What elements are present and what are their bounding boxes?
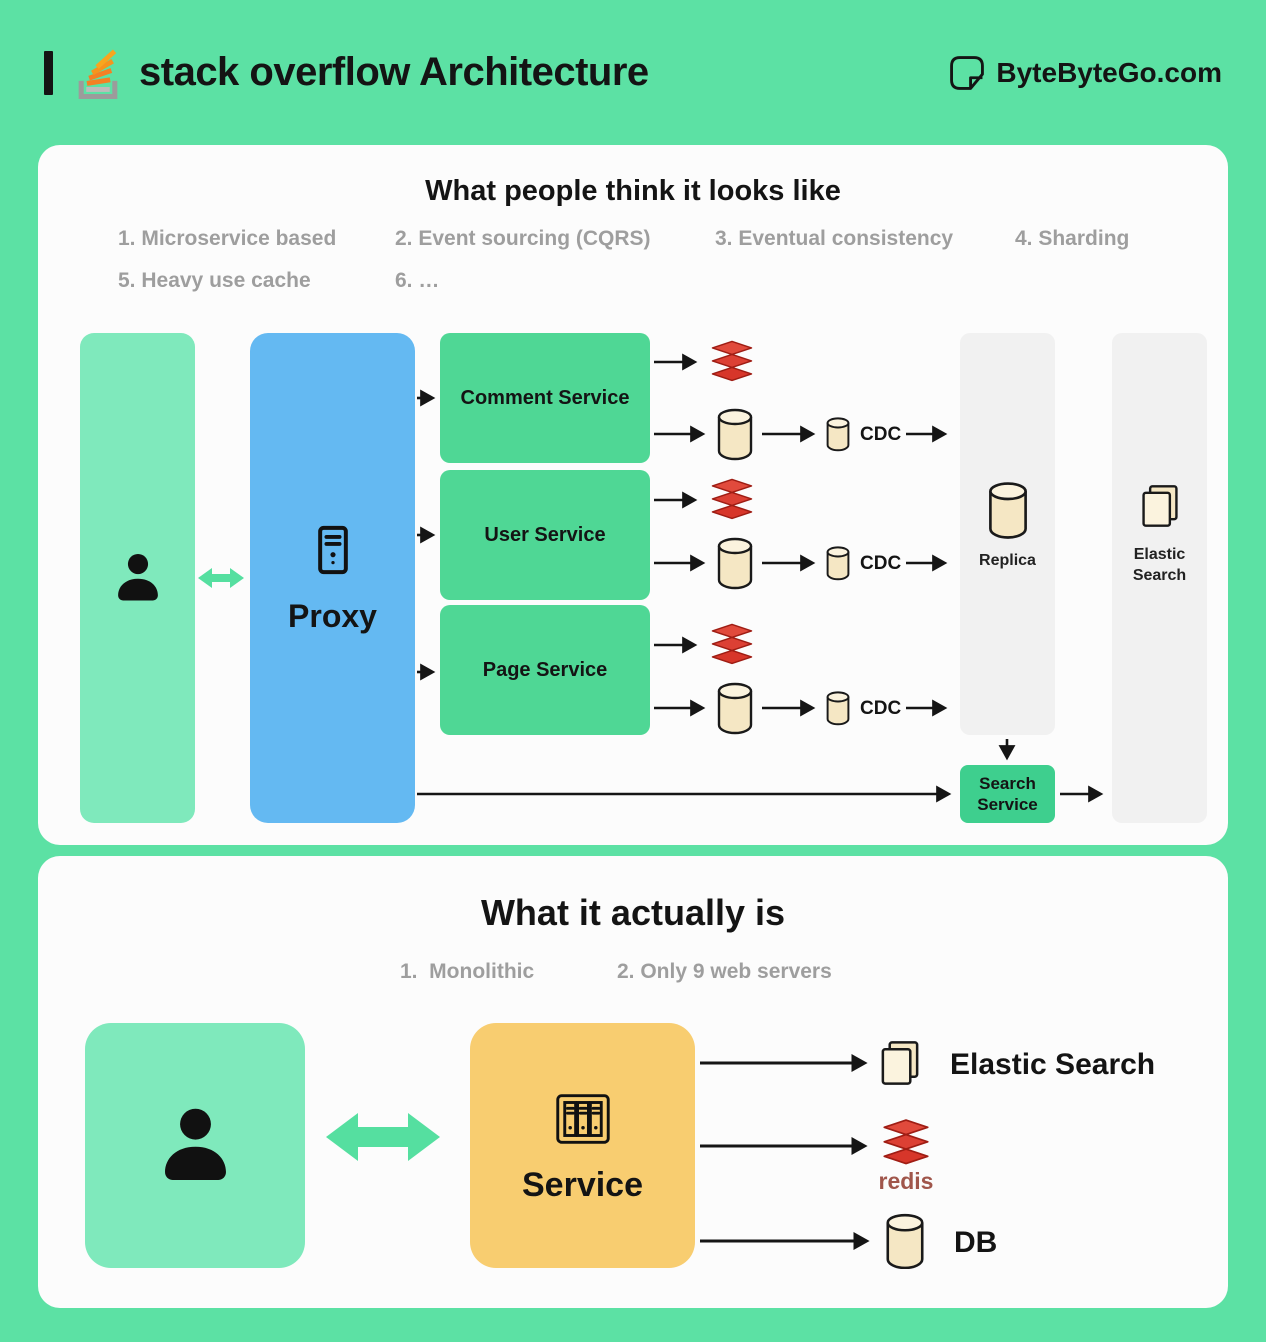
redis-icon — [711, 623, 753, 665]
panel-what-it-actually-is: What it actually is 1. Monolithic 2. Onl… — [38, 856, 1228, 1308]
redis-icon — [711, 340, 753, 382]
assumption-3: 3. Eventual consistency — [715, 227, 954, 250]
user-icon — [117, 553, 158, 601]
cdc-label: CDC — [860, 698, 902, 719]
rack-icon — [555, 1094, 610, 1144]
page-service-box: Page Service — [440, 605, 650, 735]
database-icon — [717, 682, 753, 735]
user-box — [80, 333, 195, 823]
search-service-label: Search Service — [977, 773, 1038, 814]
redis-target-label: redis — [878, 1168, 934, 1194]
search-service-box: Search Service — [960, 765, 1055, 823]
reality-note-1: 1. Monolithic — [400, 960, 535, 983]
title-bar-mark — [44, 50, 53, 95]
proxy-label: Proxy — [288, 597, 377, 634]
stackoverflow-logo-icon — [78, 49, 118, 99]
replica-label: Replica — [979, 552, 1036, 569]
assumption-1: 1. Microservice based — [118, 227, 337, 250]
cdc-database-icon — [826, 691, 850, 726]
database-icon — [989, 482, 1027, 539]
proxy-box: Proxy — [250, 333, 415, 823]
elastic-search-target-label: Elastic Search — [950, 1048, 1156, 1081]
brand: ByteByteGo.com — [948, 54, 1222, 92]
brand-label: ByteByteGo.com — [996, 56, 1222, 88]
assumption-4: 4. Sharding — [1015, 227, 1130, 250]
comment-service-box: Comment Service — [440, 333, 650, 463]
cdc-database-icon — [826, 417, 850, 452]
comment-service-label: Comment Service — [460, 386, 630, 409]
user-service-label: User Service — [484, 523, 606, 546]
redis-icon — [883, 1119, 929, 1165]
user-icon — [164, 1108, 226, 1180]
panel1-title: What people think it looks like — [425, 175, 841, 207]
documents-icon — [881, 1041, 919, 1085]
assumption-2: 2. Event sourcing (CQRS) — [395, 227, 651, 250]
cdc-label: CDC — [860, 424, 902, 445]
page-title: stack overflow Architecture — [139, 50, 649, 94]
page-service-label: Page Service — [482, 658, 608, 681]
service-label: Service — [522, 1166, 643, 1204]
user-service-box: User Service — [440, 470, 650, 600]
service-box: Service — [470, 1023, 695, 1268]
redis-icon — [711, 478, 753, 520]
header: stack overflow Architecture ByteByteGo.c… — [0, 0, 1266, 145]
replica-column: Replica — [960, 333, 1055, 735]
double-arrow-icon — [198, 568, 244, 588]
cdc-database-icon — [826, 546, 850, 581]
database-icon — [886, 1213, 924, 1269]
panel2-title: What it actually is — [480, 892, 786, 933]
panel-what-people-think: What people think it looks like 1. Micro… — [38, 145, 1228, 845]
elastic-search-column: Elastic Search — [1112, 333, 1207, 823]
elastic-search-label: Elastic Search — [1132, 546, 1187, 584]
bytebytego-logo-icon — [950, 55, 985, 90]
double-arrow-icon — [326, 1113, 440, 1161]
db-target-label: DB — [954, 1226, 998, 1259]
documents-icon — [1142, 485, 1178, 527]
server-icon — [317, 525, 348, 574]
assumption-6: 6. … — [395, 269, 440, 292]
database-icon — [717, 537, 753, 590]
database-icon — [717, 408, 753, 461]
user-box — [85, 1023, 305, 1268]
reality-note-2: 2. Only 9 web servers — [617, 960, 832, 983]
cdc-label: CDC — [860, 553, 902, 574]
assumption-5: 5. Heavy use cache — [118, 269, 311, 292]
